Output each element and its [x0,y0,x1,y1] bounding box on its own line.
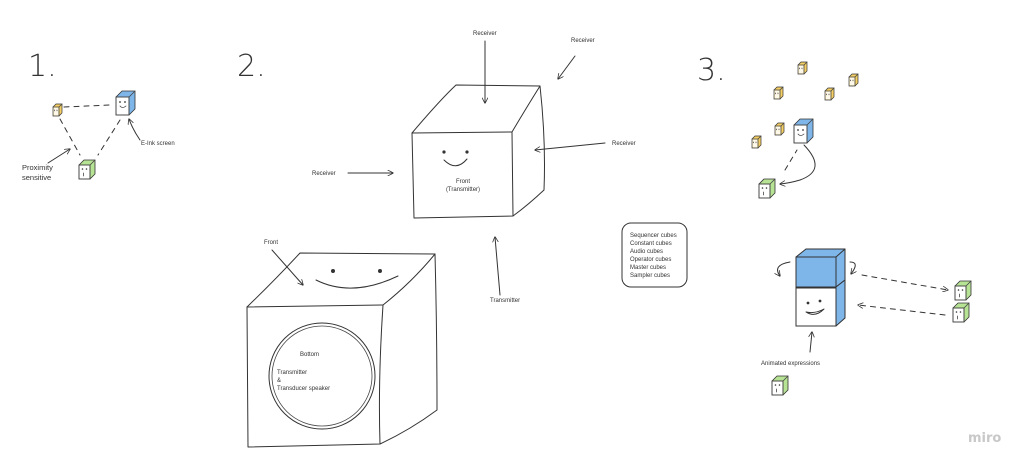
green-cube-icon [952,302,970,323]
yellow-cube-icon [52,103,63,117]
speaker-smile [315,275,399,289]
front-label-line2: (Transmitter) [446,187,480,193]
transmitter-arrow [495,237,501,296]
transmitter-cube: Front (Transmitter) [411,84,545,219]
front-label: Front [456,179,470,185]
animated-label: Animated expressions [761,361,820,367]
speaker-side-face [379,253,438,445]
blue-cube-icon [115,90,136,116]
yellow-cube-icon [751,135,762,149]
speaker-eye [378,269,382,273]
signal-arrow-in [858,305,946,316]
section-number-1: 1. [28,49,57,84]
bottom-label: Bottom [300,352,319,358]
receiver-top-right-label: Receiver [571,38,595,44]
cube-type-item: Operator cubes [630,257,671,263]
cube-eye [465,150,469,154]
section-number-2: 2. [237,49,266,84]
proximity-label: Proximity [22,163,53,172]
animated-arrow [810,332,812,353]
green-cube-icon [758,178,776,199]
rotate-arrow-left [778,261,791,276]
proximity-label-line2: sensitive [22,173,51,182]
yellow-cube-icon [824,87,835,101]
speaker-circle-inner [271,325,373,427]
cube-types-frame [621,222,688,288]
speaker-eye [331,269,335,273]
cube-type-item: Constant cubes [630,241,672,247]
section3-stack [778,248,856,327]
section1-diagram: Proximity sensitive E-Ink screen [22,90,175,182]
section-number-3: 3. [697,53,726,88]
yellow-cube-icon [797,61,808,75]
cube-smile [443,158,468,167]
link-arrow [780,144,816,184]
cube-type-item: Sampler cubes [630,273,670,279]
cube-types-box: Sequencer cubes Constant cubes Audio cub… [621,222,688,288]
green-cube-icon [78,159,96,180]
receiver-right-arrow [535,142,606,150]
yellow-cube-icon [773,86,784,100]
speaker-cube: Bottom Transmitter & Transducer speaker [246,252,438,448]
section3-cluster [751,61,859,199]
blue-cube-icon [793,118,814,144]
speaker-label: Transmitter [277,370,307,376]
proximity-link [97,119,121,156]
receiver-top-label: Receiver [473,31,497,37]
speaker-top-face [246,252,436,308]
cube-type-item: Audio cubes [630,249,663,255]
receiver-left-label: Receiver [312,171,336,177]
receiver-top-right-arrow [558,55,576,79]
cube-eye [442,150,446,154]
yellow-cube-icon [848,73,859,87]
cube-front-face [411,131,514,219]
proximity-arrow [47,149,70,164]
speaker-front-arrow [271,249,303,285]
proximity-link [63,104,111,108]
rotate-arrow-right [849,261,855,274]
cube-top-face [411,84,541,134]
speaker-label-line2: & [277,378,281,384]
yellow-cube-icon [774,122,785,136]
eink-label: E-Ink screen [141,141,175,147]
proximity-link [59,118,81,156]
green-cube-icon [954,280,972,301]
green-cube-icon [771,375,789,396]
signal-arrow-out [861,274,948,290]
speaker-circle [268,322,376,430]
link-dashed [784,149,798,171]
speaker-front-label: Front [264,240,278,246]
cube-side-face [512,85,545,217]
speaker-label-line3: Transducer speaker [277,386,330,392]
receiver-right-label: Receiver [612,141,636,147]
miro-watermark: miro [968,431,1001,446]
cube-type-item: Master cubes [630,265,666,271]
eink-arrow [129,119,141,141]
transmitter-label: Transmitter [490,298,520,304]
cube-type-item: Sequencer cubes [630,233,677,239]
